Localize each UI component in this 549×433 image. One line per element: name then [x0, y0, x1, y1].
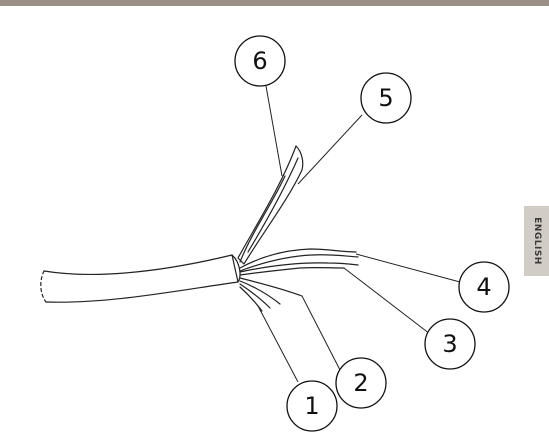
callout-2: 2	[353, 369, 368, 397]
cable-end	[41, 271, 46, 302]
leader-line-1	[258, 306, 298, 382]
callout-1: 1	[304, 392, 319, 420]
callout-6: 6	[252, 47, 267, 75]
shield-wrap-fold	[248, 158, 298, 252]
conductor-2a	[240, 278, 302, 296]
callout-3: 3	[442, 330, 457, 358]
leader-line-3	[344, 268, 430, 334]
leader-line-4	[356, 254, 460, 282]
leader-line-6	[266, 86, 282, 176]
leader-line-5	[298, 115, 362, 184]
cable-jacket	[44, 255, 238, 302]
callout-5: 5	[378, 84, 393, 112]
callout-4: 4	[476, 273, 491, 301]
leader-line-2	[302, 296, 340, 370]
drain-thread	[240, 176, 285, 262]
